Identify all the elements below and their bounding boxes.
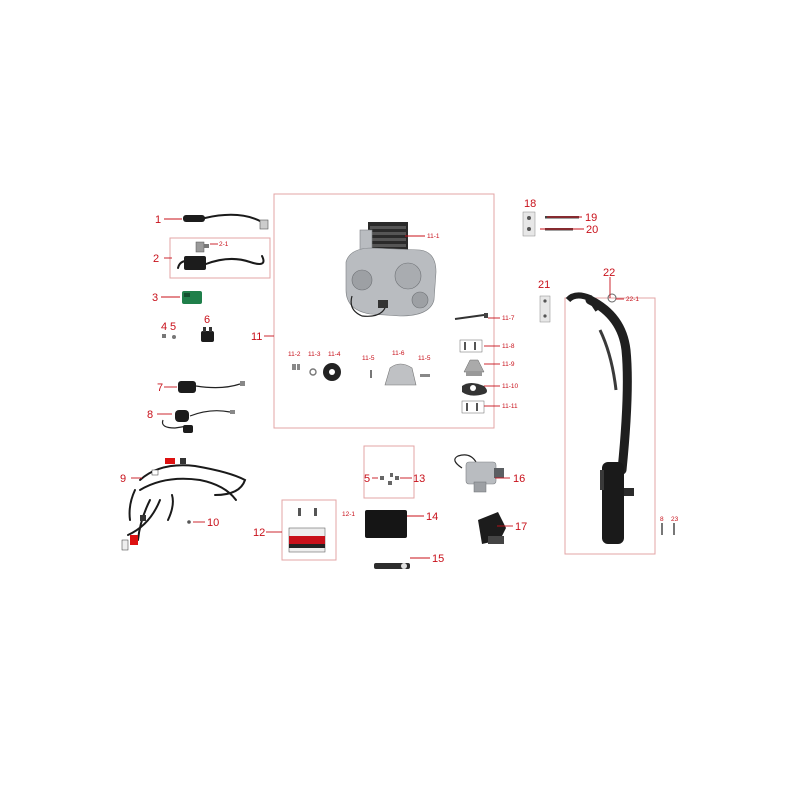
callout-5a: 5 — [170, 321, 176, 333]
callout-11-2: 11-2 — [288, 351, 301, 358]
callout-11-1: 11-1 — [427, 233, 440, 240]
engine-part — [345, 222, 437, 317]
strap-part — [374, 563, 410, 569]
callout-22: 22 — [603, 267, 615, 279]
callout-8: 8 — [147, 409, 153, 421]
callout-20: 20 — [586, 224, 598, 236]
fuse-holder-frame — [363, 445, 415, 499]
callout-19: 19 — [585, 212, 597, 224]
callout-1: 1 — [155, 214, 161, 226]
clip-10-part — [187, 520, 191, 524]
callout-12: 12 — [253, 527, 265, 539]
callout-6: 6 — [204, 314, 210, 326]
callout-11-7: 11-7 — [502, 315, 515, 322]
callout-16: 16 — [513, 473, 525, 485]
wiring-harness-part — [121, 458, 247, 551]
engine-assembly-frame — [273, 193, 495, 429]
cdi-unit-part — [182, 291, 202, 304]
switch-7-part — [178, 381, 245, 393]
battery-part — [288, 508, 326, 553]
spark-plug-wire-part — [183, 213, 269, 230]
callout-10: 10 — [207, 517, 219, 529]
callout-11-10: 11-10 — [502, 383, 519, 390]
callout-11-8: 11-8 — [502, 343, 515, 350]
engine-small-parts — [292, 313, 488, 414]
exhaust-pipe-part — [565, 292, 634, 544]
callout-3: 3 — [152, 292, 158, 304]
callout-2: 2 — [153, 253, 159, 265]
callout-11-3: 11-3 — [308, 351, 321, 358]
callout-11-5b: 11-5 — [418, 355, 431, 362]
callout-11-6: 11-6 — [392, 350, 405, 357]
exhaust-bolts-parts — [661, 523, 675, 535]
callout-7: 7 — [157, 382, 163, 394]
callout-21: 21 — [538, 279, 550, 291]
fuse-parts — [380, 473, 399, 485]
callout-13: 13 — [413, 473, 425, 485]
callout-4: 4 — [161, 321, 167, 333]
callout-15: 15 — [432, 553, 444, 565]
battery-frame — [281, 499, 337, 561]
callout-11-5a: 11-5 — [362, 355, 375, 362]
callout-12-1: 12-1 — [342, 511, 355, 518]
callout-11-11: 11-11 — [502, 403, 518, 410]
callout-11-9: 11-9 — [502, 361, 515, 368]
callout-11: 11 — [251, 331, 262, 343]
relay-part — [201, 327, 214, 342]
callout-labels: 1 2 2-1 3 4 5 6 7 8 9 10 11 11-1 11-2 11… — [120, 198, 679, 565]
bolt-4-5-parts — [162, 334, 176, 339]
callout-18: 18 — [524, 198, 536, 210]
battery-box-part — [365, 510, 407, 538]
callout-11-4: 11-4 — [328, 351, 341, 358]
callout-8b: 8 — [660, 516, 664, 523]
callout-9: 9 — [120, 473, 126, 485]
intake-part — [478, 512, 506, 544]
callout-2-1: 2-1 — [219, 241, 229, 248]
leader-lines — [131, 216, 624, 559]
bracket-bolts-parts — [522, 211, 579, 323]
switch-8-part — [161, 410, 235, 433]
callout-23: 23 — [671, 516, 679, 523]
callout-5b: 5 — [364, 473, 370, 485]
ignition-coil-part — [177, 241, 265, 270]
callout-22-1: 22-1 — [626, 296, 639, 303]
callout-17: 17 — [515, 521, 527, 533]
carburetor-part — [454, 454, 504, 493]
callout-14: 14 — [426, 511, 438, 523]
